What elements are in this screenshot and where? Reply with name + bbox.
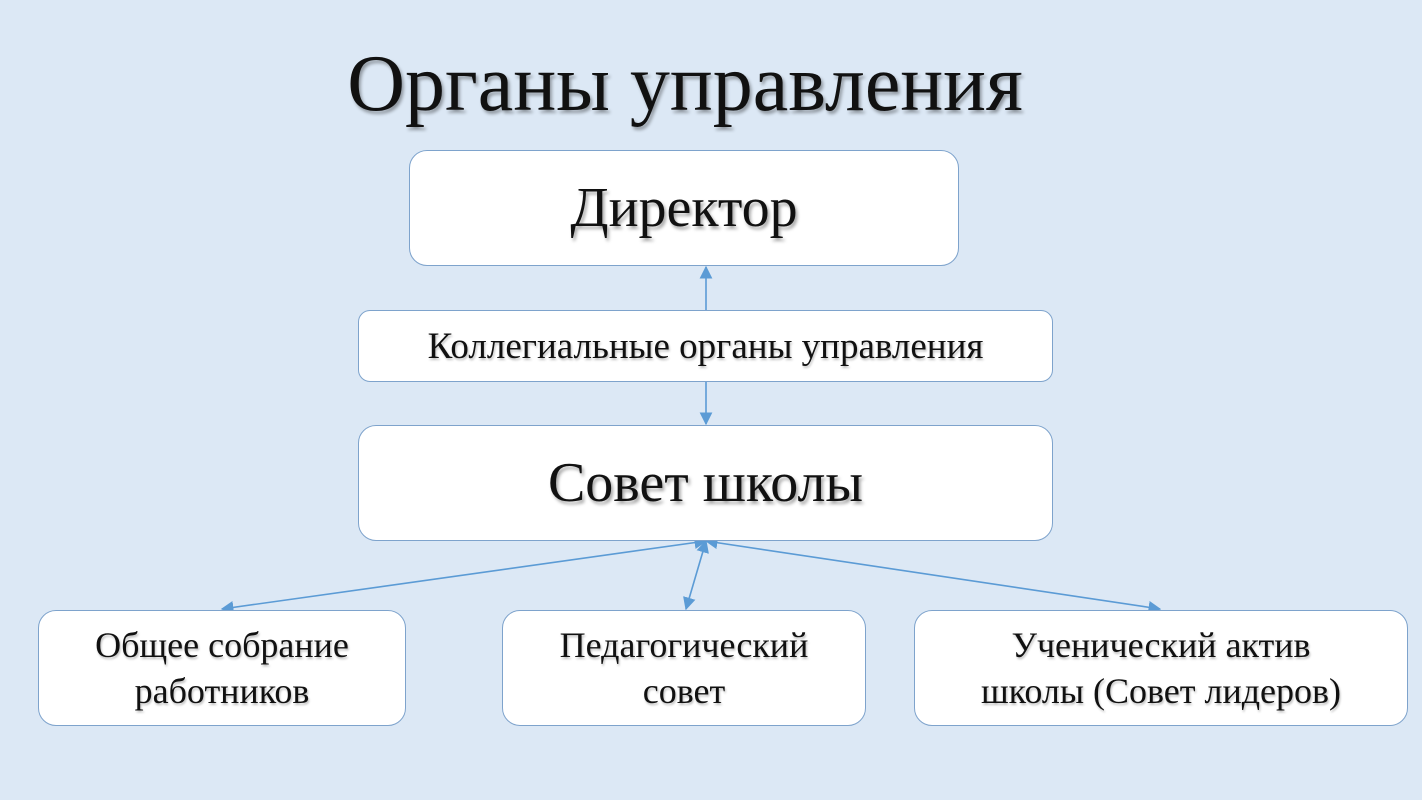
arrow-council-pedagogical [683, 539, 709, 611]
node-student-activists-line-2: школы (Совет лидеров) [980, 671, 1342, 711]
node-pedagogical-council-line-2: совет [642, 671, 726, 711]
node-general-meeting-line-1: Общее собрание [95, 625, 349, 665]
arrow-council-student-activists [704, 536, 1162, 614]
node-general-meeting: Общее собрание работников [38, 610, 406, 726]
node-general-meeting-line-2: работников [134, 671, 310, 711]
arrow-council-general-meeting [220, 536, 708, 614]
node-director-label: Директор [570, 177, 798, 239]
node-school-council-label: Совет школы [547, 452, 864, 514]
node-school-council: Совет школы [358, 425, 1053, 541]
node-collegial-bodies-label: Коллегиальные органы управления [427, 325, 984, 367]
node-pedagogical-council: Педагогический совет [502, 610, 866, 726]
node-collegial-bodies: Коллегиальные органы управления [358, 310, 1053, 382]
diagram-title: Органы управления [347, 40, 1023, 128]
node-student-activists-line-1: Ученический актив [1011, 625, 1311, 665]
node-student-activists: Ученический актив школы (Совет лидеров) [914, 610, 1408, 726]
node-director: Директор [409, 150, 959, 266]
node-pedagogical-council-line-1: Педагогический [559, 625, 809, 665]
